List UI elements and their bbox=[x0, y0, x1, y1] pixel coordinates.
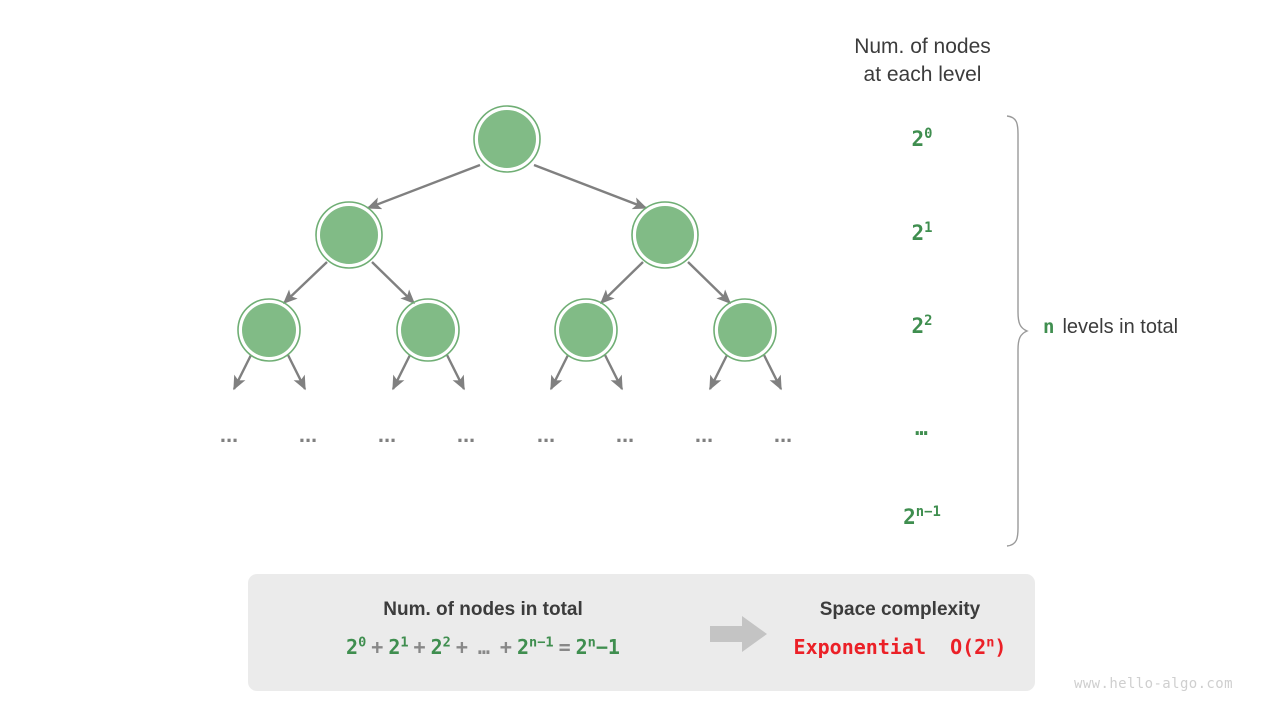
formula-plus: + bbox=[413, 635, 426, 659]
level-node-count-label-2: 22 bbox=[862, 314, 982, 338]
summary-column-complexity: Space complexity Exponential O(2n) bbox=[765, 574, 1035, 691]
level-node-count-label-last: 2n−1 bbox=[862, 505, 982, 529]
level-count-title: Num. of nodes at each level bbox=[854, 35, 991, 86]
edge-stub-1 bbox=[232, 354, 253, 391]
tree-ellipsis: ... bbox=[774, 422, 792, 447]
formula-plus: + bbox=[371, 635, 384, 659]
level-label-base: 2 bbox=[911, 221, 925, 245]
levels-total-note: n levels in total bbox=[1043, 316, 1178, 339]
formula-term: 22 bbox=[430, 634, 451, 659]
summary-column-node-count: Num. of nodes in total 20+21+22+…+2n−1=2… bbox=[248, 574, 718, 691]
right-arrow-icon bbox=[710, 616, 767, 652]
tree-node bbox=[631, 201, 699, 269]
level-label-base: 2 bbox=[911, 127, 925, 151]
formula-result: 2n−1 bbox=[575, 634, 620, 659]
complexity-name: Exponential bbox=[793, 635, 926, 659]
tree-node bbox=[473, 105, 541, 173]
formula-last-term: 2n−1 bbox=[516, 634, 554, 659]
tree-node bbox=[396, 298, 460, 362]
tree-node bbox=[713, 298, 777, 362]
tree-ellipsis: ... bbox=[220, 422, 238, 447]
level-label-exponent: 2 bbox=[924, 313, 933, 329]
edge-l1a-left bbox=[282, 261, 328, 304]
level-node-count-label-ellipsis: … bbox=[862, 416, 982, 440]
level-label-base: … bbox=[915, 416, 929, 440]
summary-complexity-value: Exponential O(2n) bbox=[765, 635, 1035, 659]
edge-root-right bbox=[533, 163, 648, 210]
tree-node bbox=[237, 298, 301, 362]
level-label-exponent: n−1 bbox=[915, 504, 941, 520]
tree-ellipsis: ... bbox=[457, 422, 475, 447]
edge-stub-5 bbox=[549, 354, 570, 391]
summary-panel: Num. of nodes in total 20+21+22+…+2n−1=2… bbox=[248, 574, 1035, 691]
edge-stub-2 bbox=[286, 354, 307, 391]
formula-term: 20 bbox=[346, 634, 367, 659]
edge-l1b-right bbox=[687, 261, 732, 305]
formula-equals: = bbox=[558, 635, 571, 659]
complexity-notation: O(2n) bbox=[950, 634, 1007, 659]
tree-ellipsis: ... bbox=[299, 422, 317, 447]
levels-variable: n bbox=[1043, 316, 1055, 338]
level-node-count-label-0: 20 bbox=[862, 127, 982, 151]
level-label-base: 2 bbox=[911, 314, 925, 338]
edge-l1a-right bbox=[371, 261, 416, 305]
edge-l1b-left bbox=[599, 261, 644, 305]
tree-node bbox=[315, 201, 383, 269]
edge-stub-6 bbox=[603, 354, 624, 391]
level-label-base: 2 bbox=[903, 505, 916, 529]
level-node-count-label-1: 21 bbox=[862, 221, 982, 245]
level-label-exponent: 1 bbox=[924, 220, 933, 236]
formula-plus: + bbox=[455, 635, 468, 659]
formula-term: 21 bbox=[388, 634, 409, 659]
tree-ellipsis: ... bbox=[378, 422, 396, 447]
edge-stub-8 bbox=[762, 354, 783, 391]
edge-stub-4 bbox=[445, 354, 466, 391]
formula-ellipsis: … bbox=[477, 635, 490, 659]
level-label-exponent: 0 bbox=[924, 126, 933, 142]
levels-brace-icon bbox=[1006, 115, 1029, 547]
watermark: www.hello-algo.com bbox=[1074, 676, 1233, 692]
tree-ellipsis: ... bbox=[537, 422, 555, 447]
edge-stub-3 bbox=[391, 354, 412, 391]
tree-ellipsis: ... bbox=[695, 422, 713, 447]
tree-ellipsis: ... bbox=[616, 422, 634, 447]
edge-stub-7 bbox=[708, 354, 729, 391]
levels-total-text: levels in total bbox=[1062, 316, 1179, 338]
formula-plus: + bbox=[499, 635, 512, 659]
binary-tree-diagram: ... ... ... ... ... ... ... ... bbox=[220, 105, 792, 447]
tree-ellipsis-row: ... ... ... ... ... ... ... ... bbox=[220, 422, 792, 447]
summary-nodes-total-formula: 20+21+22+…+2n−1=2n−1 bbox=[248, 635, 718, 659]
tree-node bbox=[554, 298, 618, 362]
summary-nodes-total-heading: Num. of nodes in total bbox=[383, 599, 583, 620]
tree-nodes bbox=[237, 105, 777, 362]
summary-complexity-heading: Space complexity bbox=[819, 599, 981, 620]
tree-edges bbox=[232, 163, 783, 391]
edge-root-left bbox=[366, 163, 481, 210]
